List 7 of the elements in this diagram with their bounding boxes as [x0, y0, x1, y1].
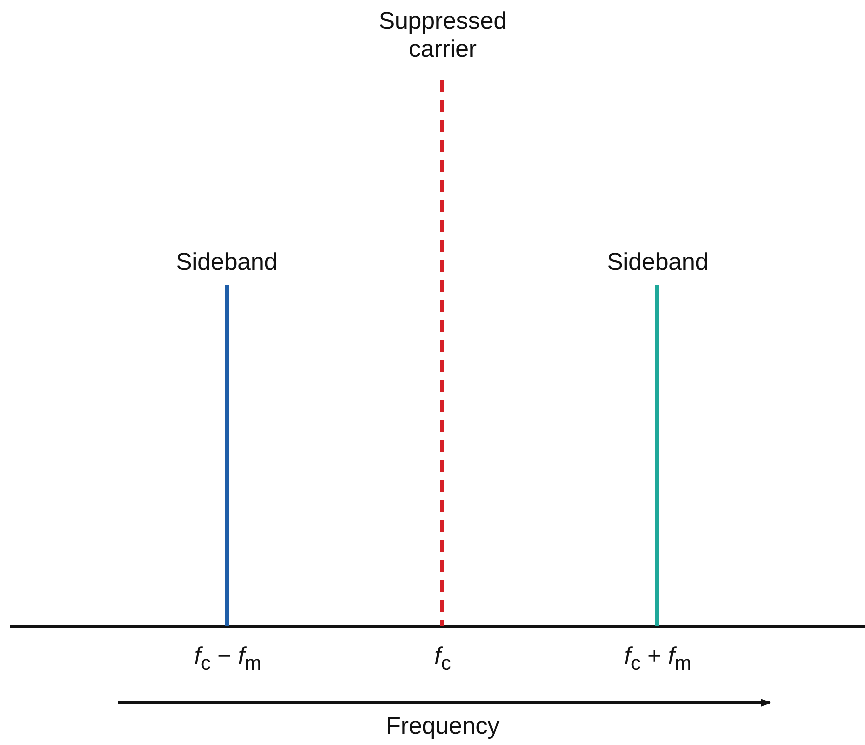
frequency-tick-label: f$_{c}$ − f$_{m}$: [194, 643, 262, 677]
sideband-label: Sideband: [176, 249, 278, 277]
sideband-label: Sideband: [607, 249, 709, 277]
carrier-label: Suppressed carrier: [378, 8, 508, 64]
frequency-tick-label: f$_{c}$ + f$_{m}$: [624, 643, 692, 677]
frequency-tick-label: f$_{c}$: [434, 643, 452, 677]
axis-title: Frequency: [386, 713, 500, 741]
